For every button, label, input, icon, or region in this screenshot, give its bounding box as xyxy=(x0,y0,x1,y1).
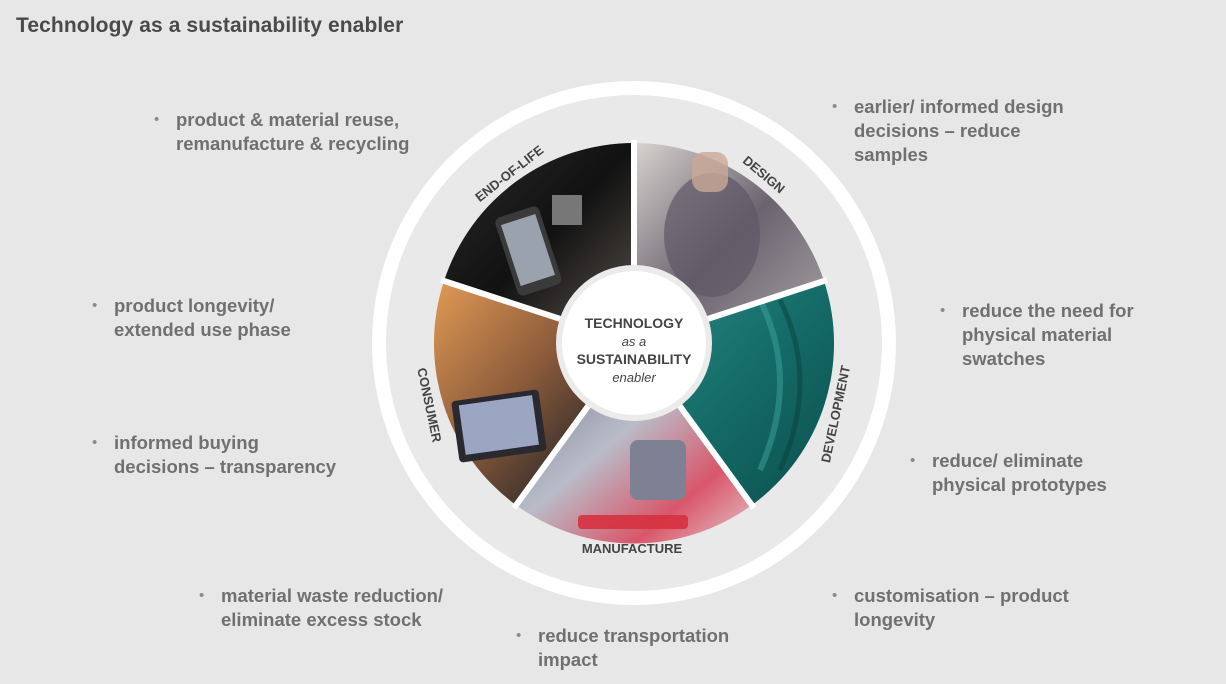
bullet-dot: • xyxy=(154,111,160,128)
bullet-text: product longevity/ extended use phase xyxy=(114,295,291,340)
bullet-development-swatches: • reduce the need for physical material … xyxy=(940,299,1134,371)
bullet-manufacture-custom: • customisation – product longevity xyxy=(832,584,1069,632)
bullet-dot: • xyxy=(940,302,946,319)
bullet-dot: • xyxy=(199,587,205,604)
bullet-text: customisation – product longevity xyxy=(854,585,1069,630)
page-title: Technology as a sustainability enabler xyxy=(16,14,404,37)
bullet-development-prototypes: • reduce/ eliminate physical prototypes xyxy=(910,449,1107,497)
bullet-dot: • xyxy=(832,98,838,115)
center-line-4: enabler xyxy=(612,370,656,385)
center-line-1: TECHNOLOGY xyxy=(585,315,684,331)
bullet-text: product & material reuse, remanufacture … xyxy=(176,109,410,154)
center-line-2: as a xyxy=(622,334,647,349)
bullet-dot: • xyxy=(92,434,98,451)
segment-manufacture xyxy=(516,343,752,544)
bullet-text: material waste reduction/ eliminate exce… xyxy=(221,585,444,630)
bullet-dot: • xyxy=(516,627,522,644)
bullet-design: • earlier/ informed design decisions – r… xyxy=(832,95,1064,167)
segment-label-manufacture: MANUFACTURE xyxy=(582,541,683,556)
bullet-dot: • xyxy=(832,587,838,604)
bullet-dot: • xyxy=(910,452,916,469)
bullet-text: reduce the need for physical material sw… xyxy=(962,300,1134,369)
bullet-text: informed buying decisions – transparency xyxy=(114,432,337,477)
bullet-text: reduce/ eliminate physical prototypes xyxy=(932,450,1107,495)
center-line-3: SUSTAINABILITY xyxy=(577,351,693,367)
bullet-consumer-buying: • informed buying decisions – transparen… xyxy=(92,431,337,479)
bullet-manufacture-transport: • reduce transportation impact xyxy=(516,624,730,672)
bullet-text: earlier/ informed design decisions – red… xyxy=(854,96,1064,165)
bullet-consumer-longevity: • product longevity/ extended use phase xyxy=(92,294,291,342)
bullet-dot: • xyxy=(92,297,98,314)
bullet-manufacture-waste: • material waste reduction/ eliminate ex… xyxy=(199,584,444,632)
center-disk xyxy=(562,271,706,415)
bullet-text: reduce transportation impact xyxy=(538,625,730,670)
bullet-end-of-life: • product & material reuse, remanufactur… xyxy=(154,108,410,156)
